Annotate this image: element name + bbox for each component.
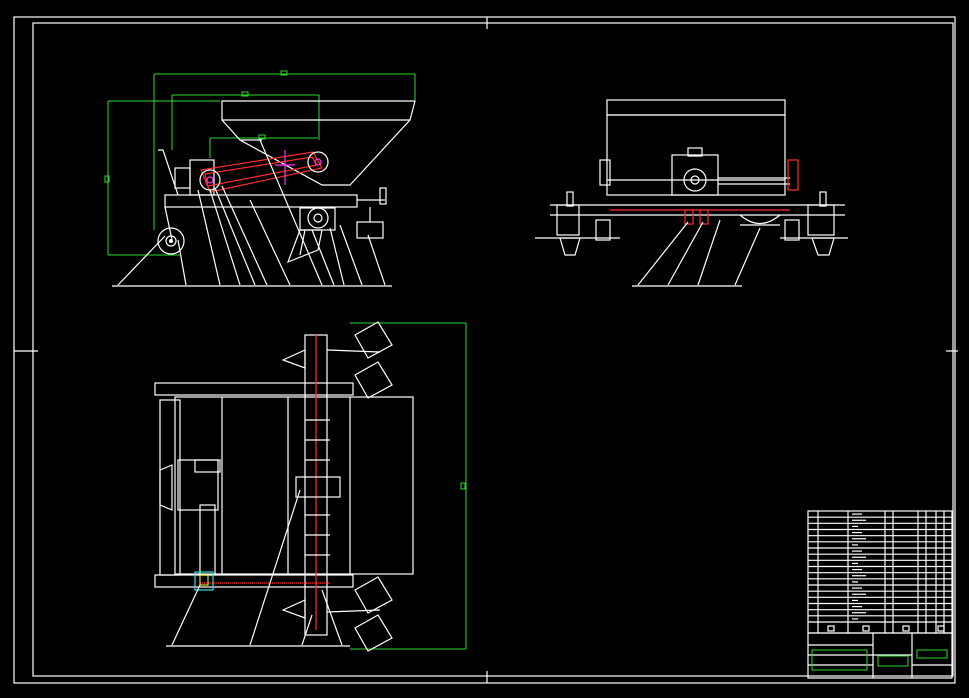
top-view-drum-lower	[326, 576, 393, 652]
top-view	[154, 321, 467, 652]
side-view-dimensions	[104, 70, 416, 256]
top-view-tines	[305, 419, 330, 556]
side-view	[104, 70, 416, 287]
side-view-leaders	[112, 139, 392, 287]
sheet-border	[13, 16, 958, 684]
top-view-leaders	[166, 489, 350, 647]
rear-view-leaders	[632, 219, 761, 287]
chain-drive	[199, 150, 329, 193]
rear-view	[535, 99, 848, 287]
top-view-drum-upper	[326, 321, 393, 399]
title-block	[807, 510, 953, 679]
parts-list-rows	[808, 513, 952, 623]
